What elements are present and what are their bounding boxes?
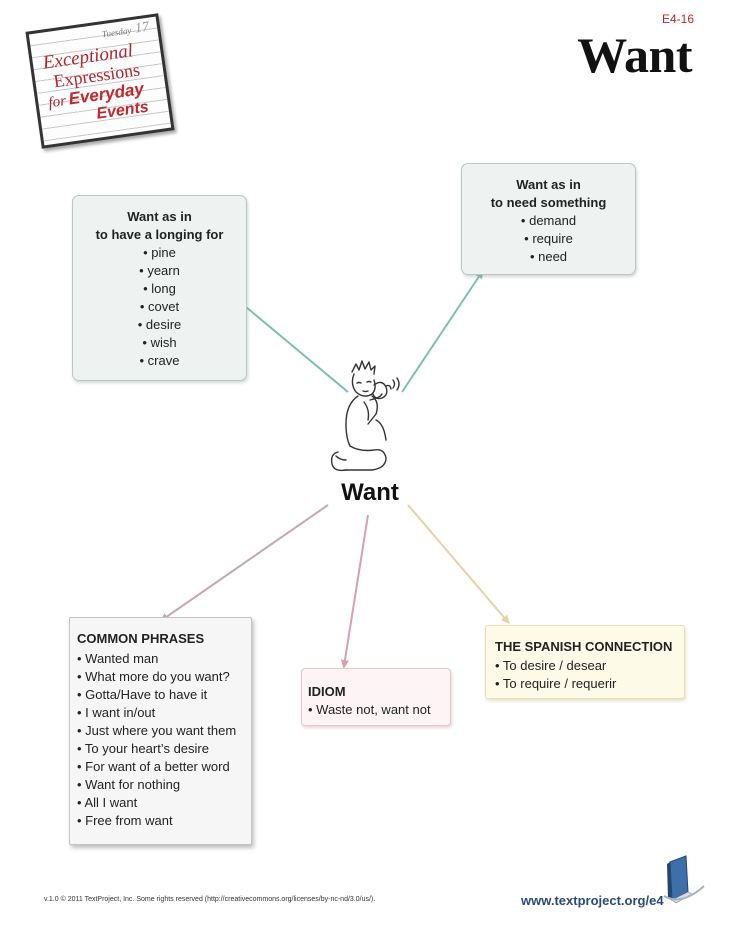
list-item: • Gotta/Have to have it (77, 687, 208, 702)
list-item: • Want for nothing (77, 777, 181, 792)
need-synonyms-box: Want as in to need something • demand • … (461, 163, 636, 275)
list-item: • Wanted man (77, 651, 159, 666)
list-item: • crave (139, 353, 180, 368)
longing-heading-line1: Want as in (127, 209, 192, 224)
list-item: • To desire / desear (495, 658, 607, 673)
list-item: • yearn (139, 263, 180, 278)
list-item: • need (529, 249, 568, 264)
license-footer: v.1.0 © 2011 TextProject, Inc. Some righ… (44, 896, 376, 903)
list-item: • For want of a better word (77, 759, 230, 774)
need-heading-line1: Want as in (516, 177, 581, 192)
page-title: Want (577, 27, 692, 83)
list-item: • All I want (77, 795, 138, 810)
spanish-connection-box: THE SPANISH CONNECTION • To desire / des… (485, 625, 685, 699)
arrow-to-common-phrases (159, 504, 329, 622)
common-phrases-box: COMMON PHRASES • Wanted man • What more … (69, 617, 252, 845)
list-item: • wish (142, 335, 177, 350)
arrow-to-spanish (407, 504, 510, 625)
arrow-to-longing (237, 300, 349, 393)
worksheet-code: E4-16 (661, 12, 694, 26)
list-item: • desire (137, 317, 182, 332)
list-item: • Free from want (77, 813, 173, 828)
spanish-heading: THE SPANISH CONNECTION (495, 639, 673, 654)
list-item: • To your heart’s desire (77, 741, 209, 756)
list-item: • Just where you want them (77, 723, 237, 738)
website-link[interactable]: www.textproject.org/e4 (521, 893, 664, 908)
idiom-heading: IDIOM (308, 684, 346, 699)
list-item: • long (143, 281, 176, 296)
list-item: • What more do you want? (77, 669, 230, 684)
longing-synonyms-box: Want as in to have a longing for • pine … (72, 195, 247, 381)
list-item: • To require / requerir (495, 676, 617, 691)
list-item: • demand (520, 213, 577, 228)
book-icon (663, 855, 705, 904)
list-item: • covet (139, 299, 180, 314)
list-item: • require (524, 231, 573, 246)
arrow-to-idiom (340, 514, 369, 669)
pleading-figure-illustration (330, 360, 400, 472)
need-heading-line2: to need something (490, 195, 607, 210)
idiom-box: IDIOM • Waste not, want not (301, 668, 451, 726)
list-item: • pine (143, 245, 176, 260)
list-item: • Waste not, want not (308, 702, 431, 717)
arrow-to-need (401, 269, 484, 393)
list-item: • I want in/out (77, 705, 156, 720)
common-phrases-heading: COMMON PHRASES (77, 631, 205, 646)
central-concept-word: Want (341, 479, 399, 506)
longing-heading-line2: to have a longing for (95, 227, 224, 242)
